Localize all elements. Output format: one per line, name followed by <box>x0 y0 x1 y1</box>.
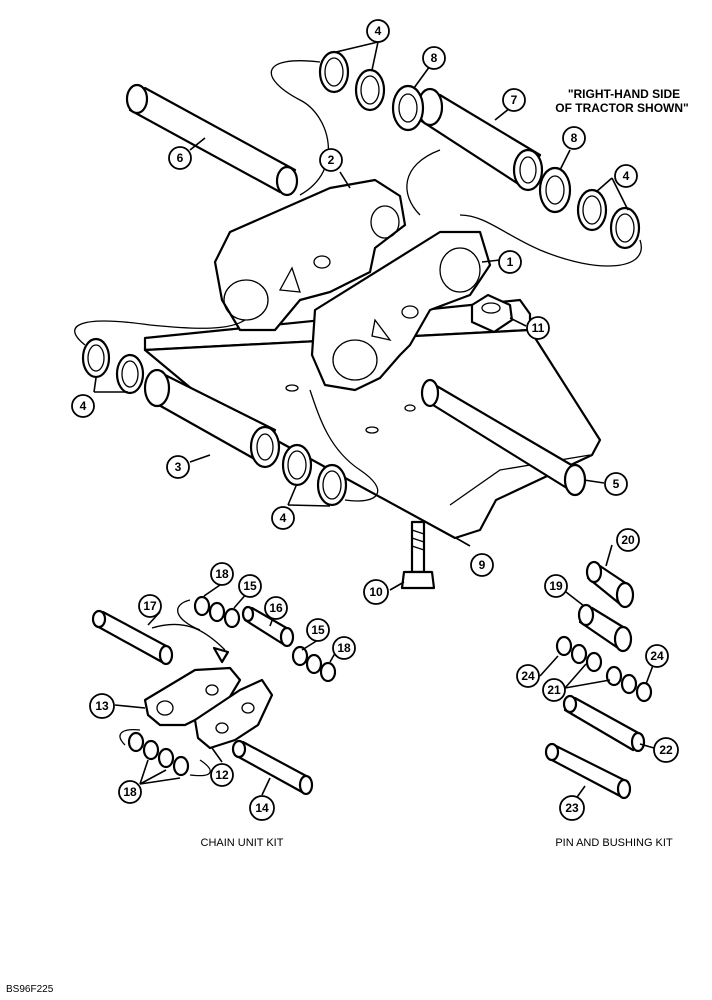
svg-text:4: 4 <box>375 24 382 38</box>
svg-text:15: 15 <box>311 623 325 637</box>
callout-1: 1 <box>498 250 522 274</box>
svg-text:18: 18 <box>123 785 137 799</box>
svg-text:18: 18 <box>215 567 229 581</box>
svg-text:1: 1 <box>507 255 514 269</box>
svg-text:24: 24 <box>650 649 664 663</box>
track-pin-6 <box>125 83 299 197</box>
note-line-2: OF TRACTOR SHOWN" <box>555 101 688 115</box>
seal-rings-top <box>318 50 425 132</box>
svg-text:14: 14 <box>255 801 269 815</box>
callout-5: 5 <box>604 472 628 496</box>
svg-text:13: 13 <box>95 699 109 713</box>
svg-text:12: 12 <box>215 768 229 782</box>
svg-text:20: 20 <box>621 533 635 547</box>
track-link-left <box>213 178 407 332</box>
bolt-10 <box>400 520 436 590</box>
callout-4c: 4 <box>71 394 95 418</box>
callout-15a: 15 <box>238 574 262 598</box>
figure-code: BS96F225 <box>6 984 54 995</box>
callout-13: 13 <box>89 693 115 719</box>
callout-3: 3 <box>166 455 190 479</box>
callout-17: 17 <box>138 594 162 618</box>
seal-rings-bottom <box>281 443 348 507</box>
callout-7: 7 <box>502 88 526 112</box>
svg-text:18: 18 <box>337 641 351 655</box>
caption-chain-unit-kit: CHAIN UNIT KIT <box>201 837 284 849</box>
svg-text:23: 23 <box>565 801 579 815</box>
callout-16: 16 <box>264 596 288 620</box>
svg-text:9: 9 <box>479 558 486 572</box>
nut-11 <box>470 293 514 334</box>
callout-2: 2 <box>319 148 343 172</box>
chain-unit-kit <box>91 584 339 796</box>
svg-text:8: 8 <box>571 131 578 145</box>
svg-text:8: 8 <box>431 51 438 65</box>
seal-rings-left <box>81 337 145 395</box>
callout-18a: 18 <box>210 562 234 586</box>
callout-19: 19 <box>544 574 568 598</box>
assembly-line <box>74 319 246 346</box>
svg-text:3: 3 <box>175 460 182 474</box>
callout-23: 23 <box>559 795 585 821</box>
callout-10: 10 <box>363 579 389 605</box>
track-link-right <box>310 230 492 392</box>
svg-text:6: 6 <box>177 151 184 165</box>
callout-20: 20 <box>616 528 640 552</box>
svg-text:21: 21 <box>547 683 561 697</box>
callout-18b: 18 <box>332 636 356 660</box>
bushing-3 <box>143 368 281 469</box>
assembly-line <box>309 389 379 502</box>
callout-15b: 15 <box>306 618 330 642</box>
callout-8b: 8 <box>562 126 586 150</box>
callout-21: 21 <box>542 678 566 702</box>
svg-text:5: 5 <box>613 477 620 491</box>
callout-14: 14 <box>249 795 275 821</box>
bushing-7 <box>416 87 544 192</box>
svg-text:15: 15 <box>243 579 257 593</box>
callout-24b: 24 <box>645 644 669 668</box>
seal-rings-right <box>538 166 641 250</box>
callout-6: 6 <box>168 146 192 170</box>
callout-4b: 4 <box>614 164 638 188</box>
svg-text:17: 17 <box>143 599 157 613</box>
svg-text:24: 24 <box>521 669 535 683</box>
callout-9: 9 <box>470 553 494 577</box>
svg-text:22: 22 <box>659 743 673 757</box>
note-line-1: "RIGHT-HAND SIDE <box>568 87 680 101</box>
callout-8a: 8 <box>422 46 446 70</box>
assembly-line <box>406 149 441 216</box>
callout-4a: 4 <box>366 19 390 43</box>
callout-4d: 4 <box>271 506 295 530</box>
pin-and-bushing-kit <box>539 544 656 801</box>
track-pin-5 <box>420 378 587 497</box>
caption-pin-and-bushing-kit: PIN AND BUSHING KIT <box>555 837 673 849</box>
svg-text:10: 10 <box>369 585 383 599</box>
callout-12: 12 <box>210 763 234 787</box>
svg-text:4: 4 <box>80 399 87 413</box>
callout-22: 22 <box>653 737 679 763</box>
svg-text:16: 16 <box>269 601 283 615</box>
svg-text:19: 19 <box>549 579 563 593</box>
svg-text:4: 4 <box>623 169 630 183</box>
svg-text:4: 4 <box>280 511 287 525</box>
svg-text:7: 7 <box>511 93 518 107</box>
svg-text:2: 2 <box>328 153 335 167</box>
callout-11: 11 <box>526 316 550 340</box>
svg-text:11: 11 <box>532 321 545 335</box>
assembly-line <box>459 214 642 267</box>
callout-18c: 18 <box>118 780 142 804</box>
callout-24a: 24 <box>516 664 540 688</box>
leader-lines <box>93 41 629 591</box>
